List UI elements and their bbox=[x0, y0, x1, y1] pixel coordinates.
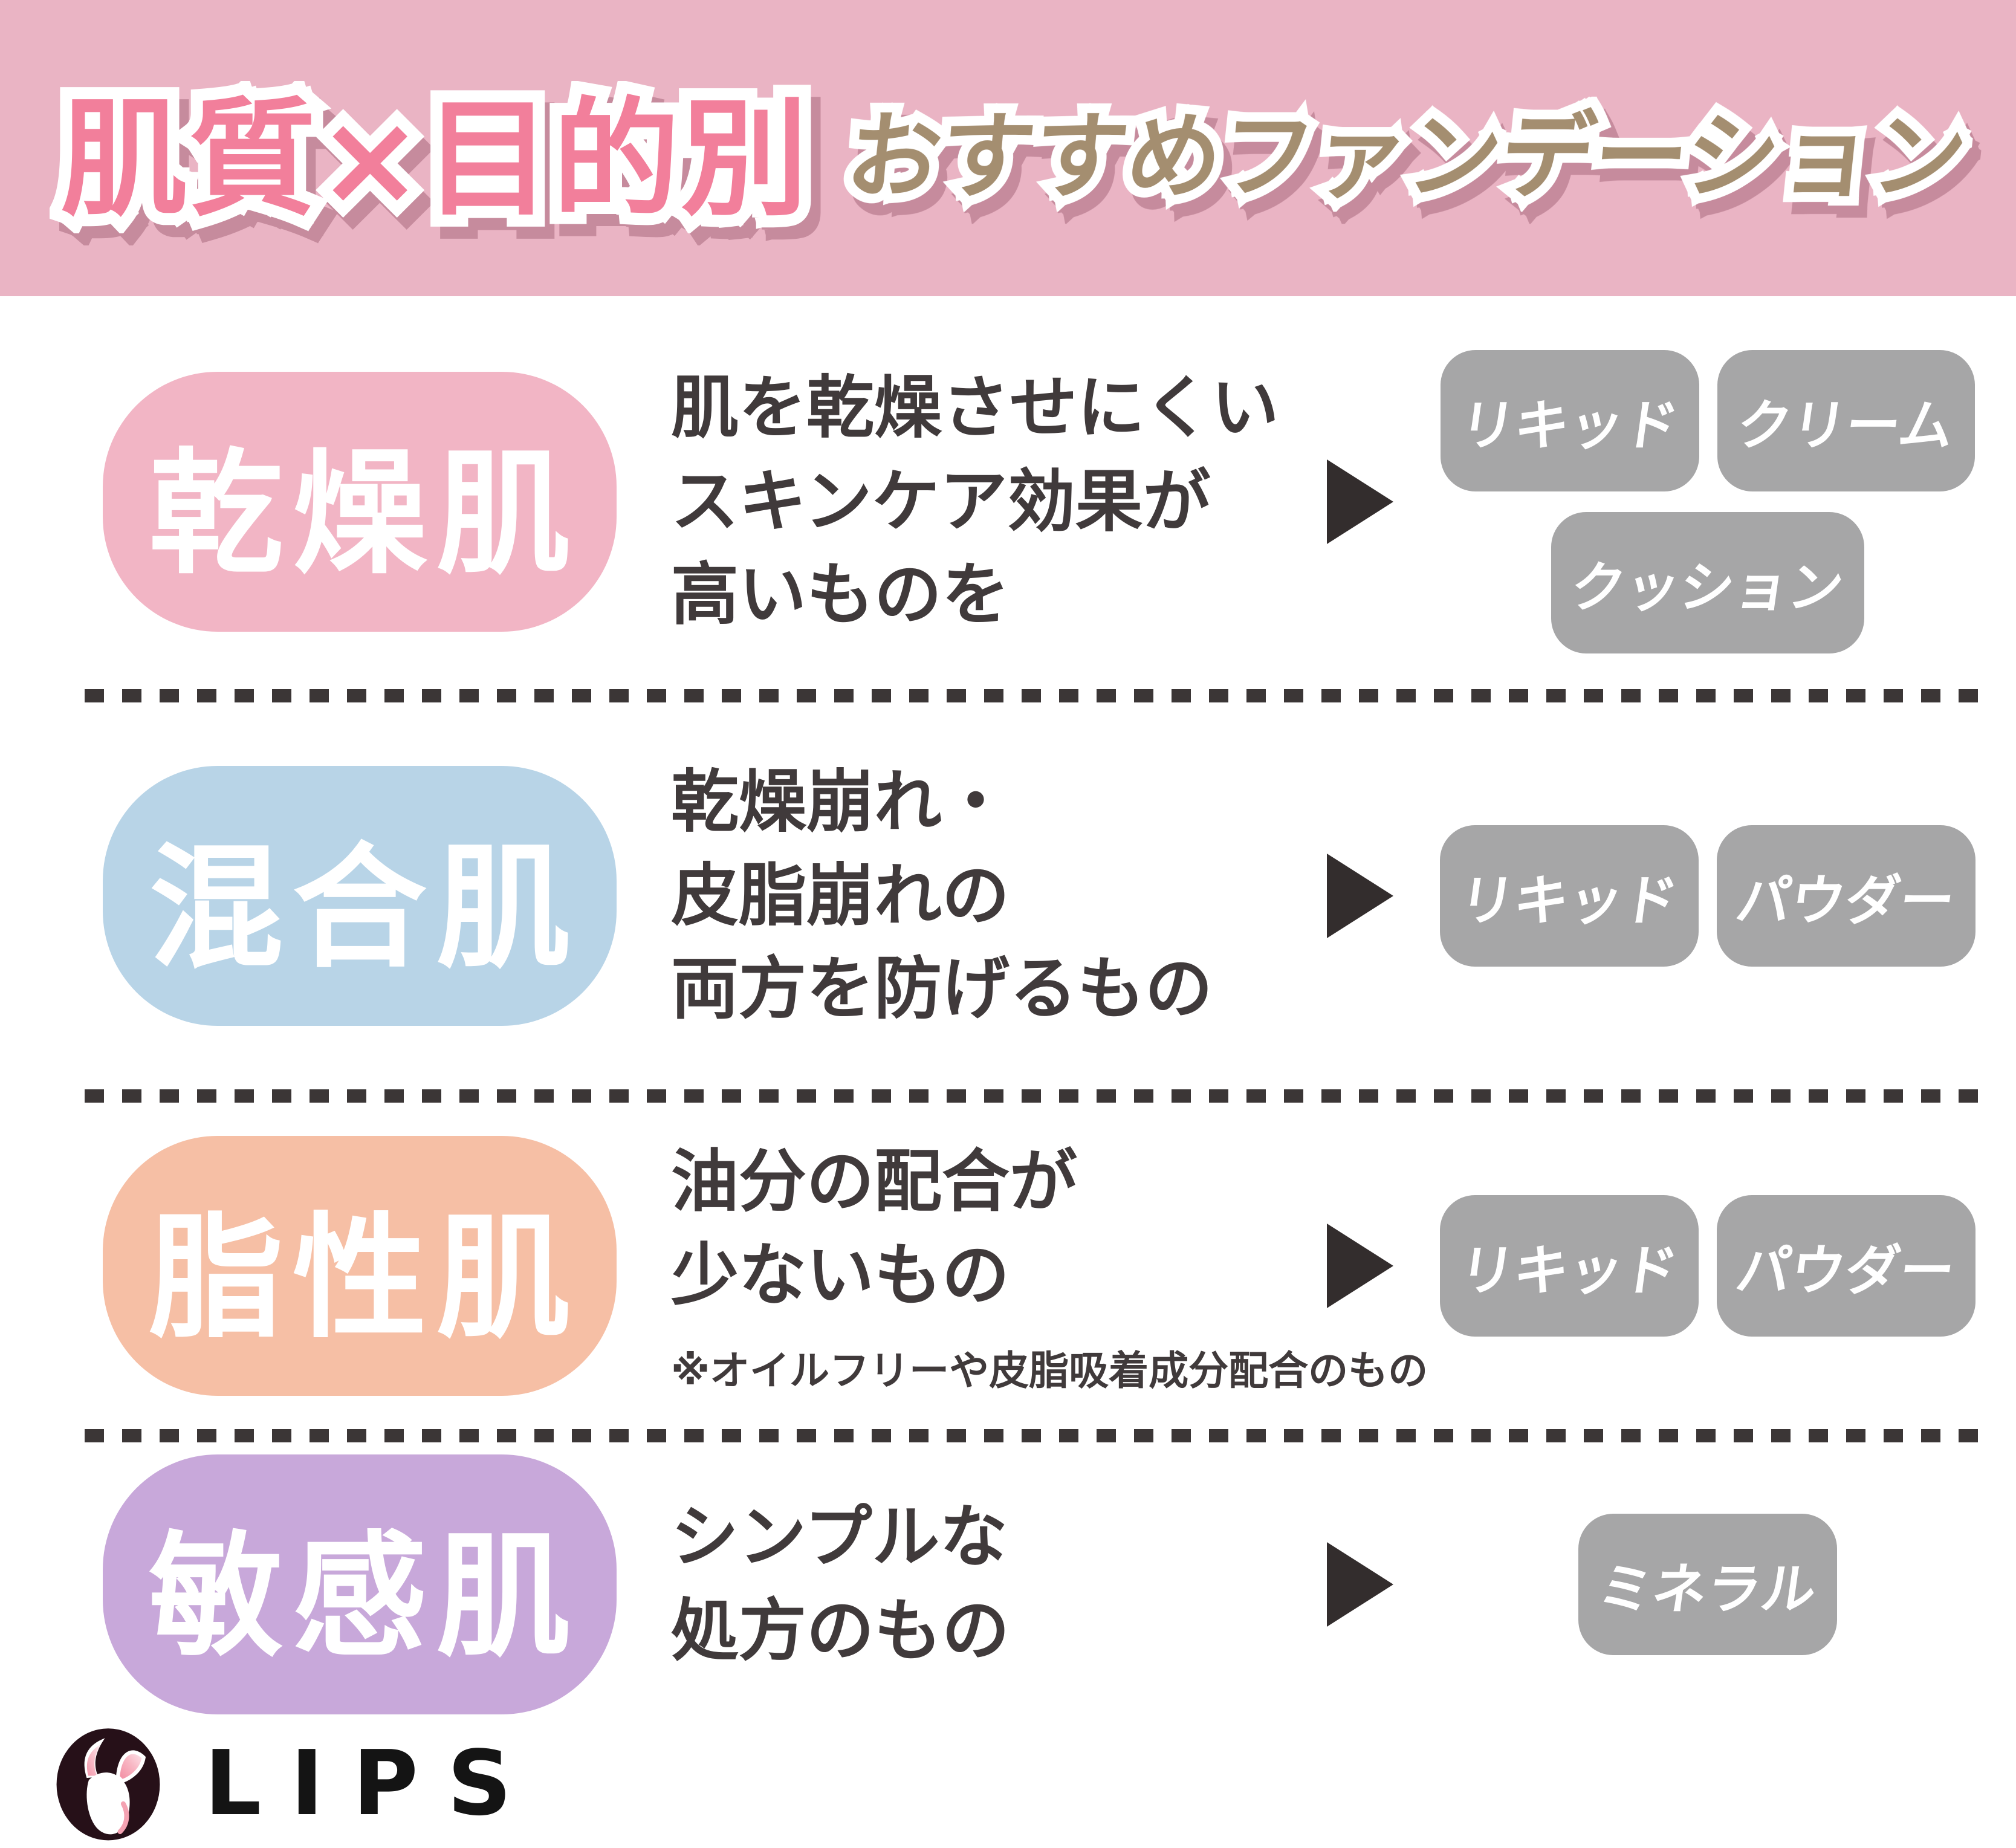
dashed-divider bbox=[85, 1429, 1980, 1442]
foundation-tags-group: ミネラル bbox=[1436, 1514, 1980, 1655]
foundation-type-tag-label: ミネラル bbox=[1593, 1558, 1821, 1621]
arrow-right-icon bbox=[1327, 459, 1393, 544]
arrow-right-icon bbox=[1327, 854, 1393, 938]
title-text: 肌質×目的別 bbox=[60, 85, 809, 233]
skin-type-badge: 乾燥肌 bbox=[103, 372, 617, 632]
row-description-line: 乾燥崩れ・ bbox=[671, 763, 1010, 842]
row-description-line: 油分の配合が bbox=[671, 1143, 1077, 1222]
arrow-right-icon bbox=[1327, 1224, 1393, 1308]
row-description-line: スキンケア効果が bbox=[671, 462, 1211, 541]
skin-type-table: 乾燥肌 肌を乾燥させにくいスキンケア効果が高いものを リキッドクリームクッション… bbox=[0, 296, 2016, 1726]
row-description: 油分の配合が少ないもの ※オイルフリーや皮脂吸着成分配合のもの bbox=[671, 1135, 1428, 1396]
row-description: 乾燥崩れ・皮脂崩れの両方を防げるもの bbox=[671, 756, 1294, 1036]
title-skin-type-purpose: 肌質×目的別 肌質×目的別 bbox=[48, 56, 820, 245]
foundation-tags-group: リキッドパウダー bbox=[1436, 1195, 1980, 1337]
row-description-line: 肌を乾燥させにくい bbox=[671, 369, 1279, 448]
lips-wordmark: LIPS bbox=[204, 1731, 541, 1835]
foundation-type-tag-label: パウダー bbox=[1732, 869, 1959, 933]
skin-type-row: 脂性肌 油分の配合が少ないもの ※オイルフリーや皮脂吸着成分配合のもの リキッド… bbox=[0, 1103, 2016, 1429]
foundation-type-tag: クリーム bbox=[1717, 350, 1975, 491]
foundation-tags-group: リキッドクリームクッション bbox=[1436, 350, 1980, 653]
header-banner: 肌質×目的別 肌質×目的別 おすすめファンデーション おすすめファンデーション bbox=[0, 0, 2016, 296]
row-description-lines: 乾燥崩れ・皮脂崩れの両方を防げるもの bbox=[671, 756, 1294, 1036]
foundation-type-tag-label: パウダー bbox=[1732, 1239, 1959, 1303]
subtitle-text: おすすめファンデーション bbox=[841, 102, 1971, 212]
skin-type-row: 敏感肌 シンプルな処方のもの ミネラル bbox=[0, 1442, 2016, 1726]
row-description-line: シンプルな bbox=[671, 1498, 1008, 1577]
footer-brand: LIPS bbox=[54, 1724, 540, 1843]
skin-type-label: 敏感肌 bbox=[149, 1519, 580, 1675]
foundation-type-tag: リキッド bbox=[1440, 1195, 1699, 1337]
dashed-divider bbox=[85, 1089, 1980, 1103]
row-description-line: 両方を防げるもの bbox=[671, 950, 1213, 1029]
foundation-type-tag: ミネラル bbox=[1578, 1514, 1837, 1655]
foundation-type-tag-label: リキッド bbox=[1455, 1239, 1682, 1303]
skin-type-badge: 脂性肌 bbox=[103, 1136, 617, 1396]
foundation-type-tag-label: クリーム bbox=[1732, 394, 1958, 458]
dashed-divider bbox=[85, 689, 1980, 702]
foundation-type-tag: パウダー bbox=[1717, 1195, 1975, 1337]
foundation-type-tag-label: クッション bbox=[1566, 556, 1848, 620]
row-note: ※オイルフリーや皮脂吸着成分配合のもの bbox=[671, 1347, 1428, 1394]
skin-type-label: 混合肌 bbox=[149, 831, 580, 987]
skin-type-badge: 混合肌 bbox=[103, 766, 617, 1026]
lips-deer-logo-icon bbox=[56, 1728, 160, 1841]
row-description: シンプルな処方のもの bbox=[671, 1491, 1294, 1678]
row-description: 肌を乾燥させにくいスキンケア効果が高いものを bbox=[671, 361, 1294, 642]
foundation-type-tag-label: リキッド bbox=[1456, 394, 1683, 458]
foundation-type-tag: リキッド bbox=[1440, 825, 1699, 967]
title-recommended-foundation: おすすめファンデーション おすすめファンデーション bbox=[831, 80, 1980, 221]
arrow-right-icon bbox=[1327, 1542, 1393, 1627]
row-description-lines: 油分の配合が少ないもの bbox=[671, 1135, 1294, 1322]
row-description-lines: 肌を乾燥させにくいスキンケア効果が高いものを bbox=[671, 361, 1294, 642]
skin-type-row: 混合肌 乾燥崩れ・皮脂崩れの両方を防げるもの リキッドパウダー bbox=[0, 702, 2016, 1089]
foundation-type-tag: リキッド bbox=[1441, 350, 1700, 491]
foundation-type-tag: クッション bbox=[1551, 512, 1864, 653]
foundation-type-tag-label: リキッド bbox=[1455, 869, 1682, 933]
skin-type-label: 乾燥肌 bbox=[149, 436, 580, 592]
skin-type-row: 乾燥肌 肌を乾燥させにくいスキンケア効果が高いものを リキッドクリームクッション bbox=[0, 314, 2016, 689]
skin-type-label: 脂性肌 bbox=[149, 1201, 580, 1357]
title-outline-layer: 肌質×目的別 bbox=[48, 73, 820, 245]
foundation-tags-group: リキッドパウダー bbox=[1436, 825, 1980, 967]
row-description-line: 皮脂崩れの bbox=[671, 856, 1010, 935]
row-description-line: 処方のもの bbox=[671, 1592, 1010, 1670]
row-description-line: 高いものを bbox=[671, 556, 1010, 635]
skin-type-badge: 敏感肌 bbox=[103, 1454, 617, 1714]
row-description-lines: シンプルな処方のもの bbox=[671, 1491, 1294, 1678]
foundation-type-tag: パウダー bbox=[1717, 825, 1975, 967]
row-description-line: 少ないもの bbox=[671, 1236, 1010, 1315]
